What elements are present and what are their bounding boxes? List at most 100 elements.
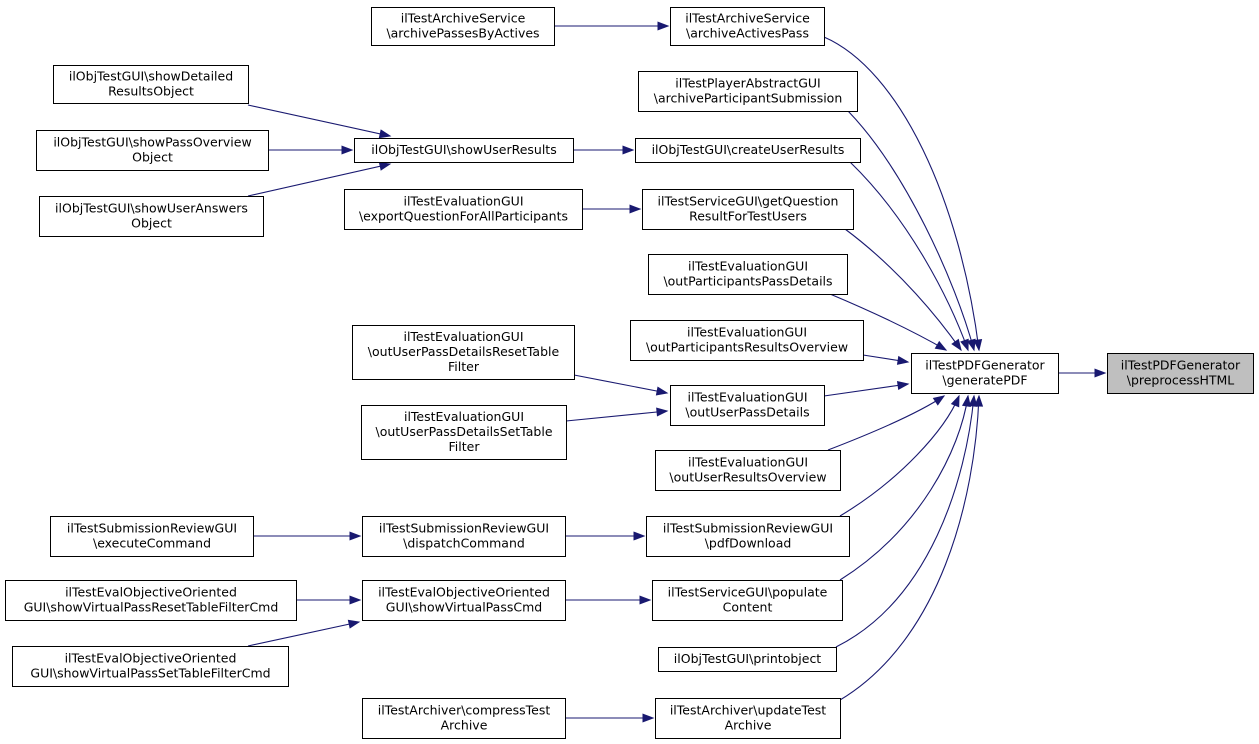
edge-arrowhead bbox=[966, 338, 976, 352]
edge-line bbox=[835, 395, 975, 648]
edge-arrowhead bbox=[341, 145, 354, 155]
node-label-line: ilObjTestGUI\createUserResults bbox=[652, 142, 845, 157]
node-outParticipantsPassDetails[interactable]: ilTestEvaluationGUI\outParticipantsPassD… bbox=[648, 254, 848, 295]
node-executeCommand[interactable]: ilTestSubmissionReviewGUI\executeCommand bbox=[50, 516, 254, 557]
node-outUserResultsOverview[interactable]: ilTestEvaluationGUI\outUserResultsOvervi… bbox=[655, 450, 841, 491]
node-label-line: ilTestSubmissionReviewGUI bbox=[663, 521, 833, 536]
edge-outUserPassDetailsResetTableFilter-to-outUserPassDetails bbox=[573, 374, 669, 396]
edge-arrowhead bbox=[973, 339, 983, 352]
edge-archiveActivesPass-to-generatePDF bbox=[823, 36, 983, 352]
node-printobject[interactable]: ilObjTestGUI\printobject bbox=[658, 647, 837, 672]
node-box bbox=[344, 189, 583, 230]
node-label-line: \outUserPassDetails bbox=[685, 405, 809, 420]
node-outUserPassDetailsSetTableFilter[interactable]: ilTestEvaluationGUI\outUserPassDetailsSe… bbox=[361, 405, 567, 460]
node-dispatchCommand[interactable]: ilTestSubmissionReviewGUI\dispatchComman… bbox=[362, 516, 566, 557]
node-label-line: \archiveParticipantSubmission bbox=[654, 91, 843, 106]
node-pdfDownload[interactable]: ilTestSubmissionReviewGUI\pdfDownload bbox=[646, 516, 850, 557]
node-showVirtualPassSetTableFilterCmd[interactable]: ilTestEvalObjectiveOrientedGUI\showVirtu… bbox=[12, 646, 289, 687]
edge-arrowhead bbox=[934, 340, 948, 351]
edge-arrowhead bbox=[968, 394, 978, 407]
node-showUserResults[interactable]: ilObjTestGUI\showUserResults bbox=[354, 138, 574, 163]
node-showVirtualPassResetTableFilterCmd[interactable]: ilTestEvalObjectiveOrientedGUI\showVirtu… bbox=[5, 580, 297, 621]
node-label-line: ilTestEvaluationGUI bbox=[687, 325, 807, 340]
edge-line bbox=[573, 374, 668, 394]
edge-line bbox=[247, 104, 391, 137]
node-label-line: \outParticipantsResultsOverview bbox=[646, 340, 848, 355]
edge-line bbox=[247, 163, 391, 197]
nodes-layer: ilTestPDFGenerator\preprocessHTML ilTestP… bbox=[5, 7, 1254, 739]
edge-line bbox=[847, 110, 975, 351]
edge-outUserResultsOverview-to-generatePDF bbox=[827, 395, 946, 451]
node-label-line: ilTestEvaluationGUI bbox=[688, 455, 808, 470]
node-getQuestionResultForTestUsers[interactable]: ilTestServiceGUI\getQuestionResultForTes… bbox=[642, 189, 854, 230]
edge-arrowhead bbox=[629, 204, 642, 214]
node-box bbox=[12, 646, 289, 687]
node-label-line: ilObjTestGUI\printobject bbox=[674, 651, 822, 666]
node-box bbox=[53, 65, 249, 104]
node-box bbox=[670, 385, 825, 426]
node-box bbox=[655, 450, 841, 491]
edge-showVirtualPassCmd-to-populateContent bbox=[565, 595, 652, 605]
node-generatePDF[interactable]: ilTestPDFGenerator\generatePDF bbox=[911, 353, 1059, 394]
node-label-line: \outUserResultsOverview bbox=[669, 470, 826, 485]
edge-arrowhead bbox=[1094, 368, 1107, 378]
edge-arrowhead bbox=[349, 531, 362, 541]
node-archivePassesByActives[interactable]: ilTestArchiveService\archivePassesByActi… bbox=[371, 7, 555, 46]
node-box bbox=[642, 189, 854, 230]
edge-line bbox=[844, 228, 962, 351]
node-box bbox=[646, 516, 850, 557]
node-label-line: ilTestArchiveService bbox=[685, 11, 810, 26]
node-label-line: ilObjTestGUI\showPassOverview bbox=[53, 135, 251, 150]
node-label-line: \executeCommand bbox=[93, 536, 211, 551]
node-box bbox=[5, 580, 297, 621]
node-label-line: ilTestEvalObjectiveOriented bbox=[378, 585, 550, 600]
node-showVirtualPassCmd[interactable]: ilTestEvalObjectiveOrientedGUI\showVirtu… bbox=[362, 580, 566, 621]
edge-line bbox=[827, 395, 945, 451]
edge-arrowhead bbox=[974, 394, 984, 407]
node-createUserResults[interactable]: ilObjTestGUI\createUserResults bbox=[635, 138, 861, 163]
node-label-line: ilTestArchiver\compressTest bbox=[378, 703, 551, 718]
edge-populateContent-to-generatePDF bbox=[839, 394, 971, 581]
edge-arrowhead bbox=[896, 355, 910, 365]
node-box bbox=[362, 516, 566, 557]
node-preprocess: ilTestPDFGenerator\preprocessHTML bbox=[1107, 353, 1254, 394]
edge-updateTestArchive-to-generatePDF bbox=[839, 394, 984, 701]
node-label-line: Archive bbox=[441, 718, 488, 733]
edge-dispatchCommand-to-pdfDownload bbox=[565, 531, 646, 541]
node-box bbox=[1107, 353, 1254, 394]
node-label-line: ilTestEvaluationGUI bbox=[688, 259, 808, 274]
node-box bbox=[630, 320, 864, 361]
edge-line bbox=[247, 621, 360, 647]
node-outUserPassDetailsResetTableFilter[interactable]: ilTestEvaluationGUI\outUserPassDetailsRe… bbox=[352, 325, 575, 380]
node-archiveParticipantSubmission[interactable]: ilTestPlayerAbstractGUI\archiveParticipa… bbox=[638, 71, 858, 112]
node-box bbox=[354, 138, 574, 163]
node-box bbox=[655, 698, 841, 739]
node-label-line: ilTestEvaluationGUI bbox=[687, 390, 807, 405]
edge-showVirtualPassSetTableFilterCmd-to-showVirtualPassCmd bbox=[247, 619, 361, 647]
node-label-line: ilTestPlayerAbstractGUI bbox=[675, 76, 820, 91]
node-archiveActivesPass[interactable]: ilTestArchiveService\archiveActivesPass bbox=[670, 7, 825, 46]
node-label-line: ilTestArchiver\updateTest bbox=[670, 703, 826, 718]
node-label-line: \archiveActivesPass bbox=[686, 26, 809, 41]
node-label-line: \preprocessHTML bbox=[1127, 373, 1235, 388]
node-label-line: \archivePassesByActives bbox=[386, 26, 539, 41]
edge-arrowhead bbox=[951, 338, 962, 352]
node-label-line: \generatePDF bbox=[942, 373, 1027, 388]
edge-arrowhead bbox=[656, 407, 669, 417]
edge-line bbox=[565, 410, 668, 422]
edge-outParticipantsPassDetails-to-generatePDF bbox=[829, 293, 948, 351]
edge-createUserResults-to-generatePDF bbox=[849, 161, 969, 352]
node-label-line: \dispatchCommand bbox=[403, 536, 525, 551]
node-box bbox=[362, 580, 566, 621]
node-exportQuestionForAllParticipants[interactable]: ilTestEvaluationGUI\exportQuestionForAll… bbox=[344, 189, 583, 230]
node-label-line: GUI\showVirtualPassSetTableFilterCmd bbox=[30, 666, 270, 681]
node-outParticipantsResultsOverview[interactable]: ilTestEvaluationGUI\outParticipantsResul… bbox=[630, 320, 864, 361]
node-box bbox=[352, 325, 575, 380]
node-outUserPassDetails[interactable]: ilTestEvaluationGUI\outUserPassDetails bbox=[670, 385, 825, 426]
